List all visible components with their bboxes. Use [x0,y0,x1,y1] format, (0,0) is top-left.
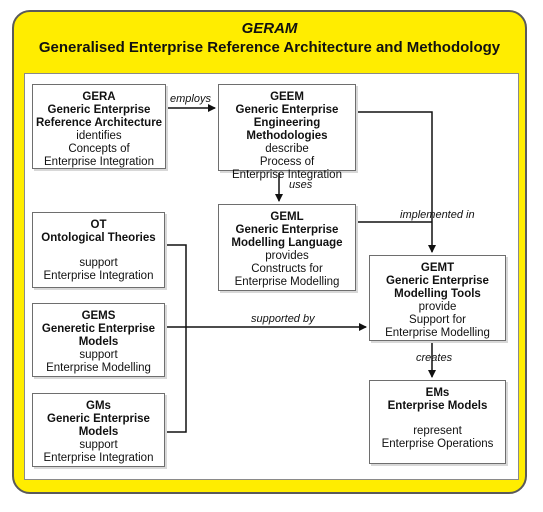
box-geem: GEEM Generic Enterprise Engineering Meth… [218,84,356,181]
diagram-subtitle: Generalised Enterprise Reference Archite… [38,39,501,56]
edge-geem-to-gemt [356,111,436,253]
diagram-title: GERAM [241,20,298,37]
box-gems: GEMS Generetic Enterprise Models support… [32,303,165,377]
label-employs: employs [170,93,211,105]
label-uses: uses [289,179,313,191]
box-gms: GMs Generic Enterprise Models support En… [32,393,165,467]
box-gera: GERA Generic Enterprise Reference Archit… [32,84,166,169]
box-gemt: GEMT Generic Enterprise Modelling Tools … [369,255,506,341]
box-ems: EMs Enterprise Models represent Enterpri… [369,380,506,464]
label-implemented-in: implemented in [400,209,475,221]
box-geml: GEML Generic Enterprise Modelling Langua… [218,204,356,291]
label-supported-by: supported by [251,313,315,325]
label-creates: creates [416,352,453,364]
box-ot: OT Ontological Theories support Enterpri… [32,212,165,288]
edge-ot-bracket [165,244,187,433]
